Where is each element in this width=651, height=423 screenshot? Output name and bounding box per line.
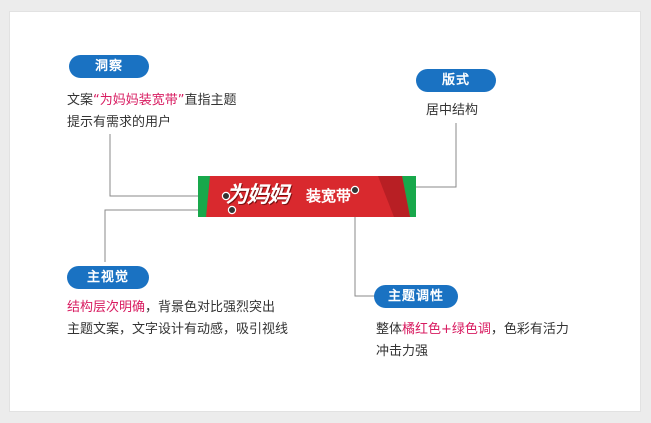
connector-layout <box>404 123 457 188</box>
banner-red-shade <box>378 176 410 217</box>
main-visual-line-2: 主题文案，文字设计有动感，吸引视线 <box>67 322 289 337</box>
insight-line-2: 提示有需求的用户 <box>67 115 172 130</box>
layout-label: 版式 <box>416 69 496 92</box>
main-visual-line-1: 结构层次明确，背景色对比强烈突出 <box>67 300 276 315</box>
tone-line-1: 整体橘红色+绿色调，色彩有活力 <box>376 322 569 337</box>
tone-label: 主题调性 <box>374 285 458 308</box>
connector-main-visual <box>104 209 232 262</box>
main-visual-description: 结构层次明确，背景色对比强烈突出 主题文案，文字设计有动感，吸引视线 <box>67 297 288 341</box>
dot-insight <box>221 191 231 201</box>
insight-description: 文案“为妈妈装宽带”直指主题 提示有需求的用户 <box>67 90 237 134</box>
dot-tone <box>350 185 360 195</box>
dot-main-visual <box>227 205 237 215</box>
connector-tone <box>354 190 375 297</box>
tone-description: 整体橘红色+绿色调，色彩有活力 冲击力强 <box>376 319 569 363</box>
banner-red-band <box>206 176 410 217</box>
insight-label: 洞察 <box>69 55 149 78</box>
tone-line-2: 冲击力强 <box>376 344 429 359</box>
connector-insight <box>109 134 226 197</box>
banner-graphic <box>198 176 416 217</box>
layout-description: 居中结构 <box>426 103 479 118</box>
banner-sub-text: 装宽带 <box>306 187 352 205</box>
banner-main-text: 为妈妈 <box>226 183 290 208</box>
insight-line-1: 文案“为妈妈装宽带”直指主题 <box>67 93 237 108</box>
main-visual-label: 主视觉 <box>67 266 149 289</box>
